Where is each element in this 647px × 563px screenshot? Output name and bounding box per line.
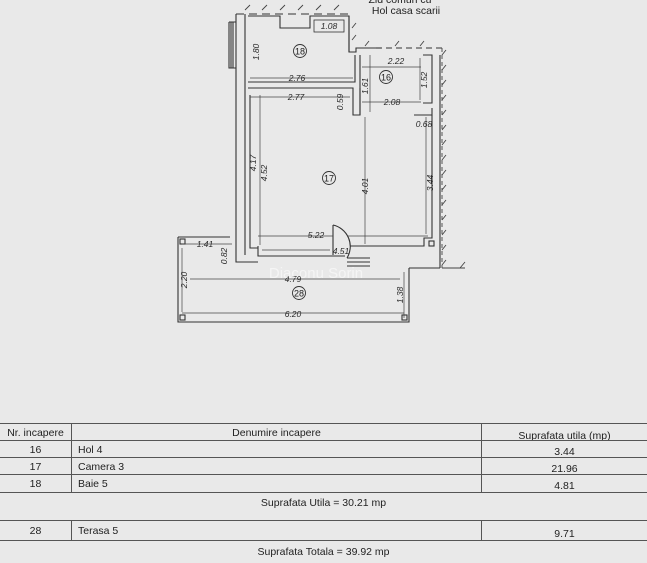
svg-text:16: 16 <box>381 73 391 83</box>
top-note-line2: Hol casa scarii <box>372 5 440 17</box>
dim-4-01: 4.01 <box>360 177 370 194</box>
row-area: 21.96 <box>551 463 578 475</box>
top-note-line1: Zid comun cu <box>368 0 431 6</box>
dim-1-52: 1.52 <box>419 71 429 88</box>
row-name: Camera 3 <box>72 458 482 475</box>
table-row: 17 Camera 3 21.96 <box>0 457 647 475</box>
subtotal-usable-area: Suprafata Utila = 30.21 mp <box>260 497 387 509</box>
header-name: Denumire incapere <box>72 424 482 441</box>
dim-0-68: 0.68 <box>416 119 433 129</box>
dim-5-22: 5.22 <box>308 230 325 240</box>
dim-4-79: 4.79 <box>285 274 302 284</box>
dim-1-08: 1.08 <box>321 21 338 31</box>
row-nr: 16 <box>0 441 72 458</box>
table-header: Nr. incapere Denumire incapere Suprafata… <box>0 423 647 442</box>
row-area: 3.44 <box>554 446 575 458</box>
svg-text:17: 17 <box>324 174 334 184</box>
header-nr: Nr. incapere <box>0 424 72 441</box>
room-17-marker: 17 <box>322 171 336 185</box>
dim-1-61: 1.61 <box>360 77 370 94</box>
row-name: Hol 4 <box>72 441 482 458</box>
dim-6-20: 6.20 <box>285 309 302 319</box>
dim-2-22: 2.22 <box>387 56 405 66</box>
dim-0-59: 0.59 <box>335 93 345 110</box>
row-area: 9.71 <box>554 527 575 540</box>
dim-2-08: 2.08 <box>383 97 401 107</box>
room-28-marker: 28 <box>292 286 306 300</box>
row-nr: 17 <box>0 458 72 475</box>
room-18-marker: 18 <box>293 44 307 58</box>
svg-text:18: 18 <box>295 47 305 57</box>
row-name: Baie 5 <box>72 475 482 492</box>
row-nr: 18 <box>0 475 72 492</box>
room-16-marker: 16 <box>379 70 393 84</box>
dim-0-82: 0.82 <box>219 247 229 264</box>
svg-text:28: 28 <box>294 289 304 299</box>
dim-4-17: 4.17 <box>248 154 258 171</box>
table-row: 18 Baie 5 4.81 <box>0 474 647 493</box>
row-nr: 28 <box>0 521 72 540</box>
dim-2-77: 2.77 <box>287 92 305 102</box>
row-area: 4.81 <box>554 480 575 492</box>
dim-1-80: 1.80 <box>251 43 261 60</box>
dim-1-38: 1.38 <box>395 286 405 303</box>
watermark: Diaconu Sorin <box>269 265 363 282</box>
dim-2-20: 2.20 <box>179 271 189 289</box>
table-row: 16 Hol 4 3.44 <box>0 440 647 458</box>
floor-plan: Zid comun cu Hol casa scarii 18 16 17 28… <box>177 0 466 323</box>
dim-1-41: 1.41 <box>197 239 214 249</box>
dim-4-52: 4.52 <box>259 164 269 181</box>
total-area: Suprafata Totala = 39.92 mp <box>257 546 390 558</box>
dim-4-51: 4.51 <box>333 246 350 256</box>
dim-2-76: 2.76 <box>288 73 306 83</box>
table-row-terrace: 28 Terasa 5 9.71 <box>0 520 647 541</box>
dim-3-44: 3.44 <box>425 174 435 191</box>
row-name: Terasa 5 <box>72 521 482 540</box>
header-area: Suprafata utila (mp) <box>518 429 611 442</box>
